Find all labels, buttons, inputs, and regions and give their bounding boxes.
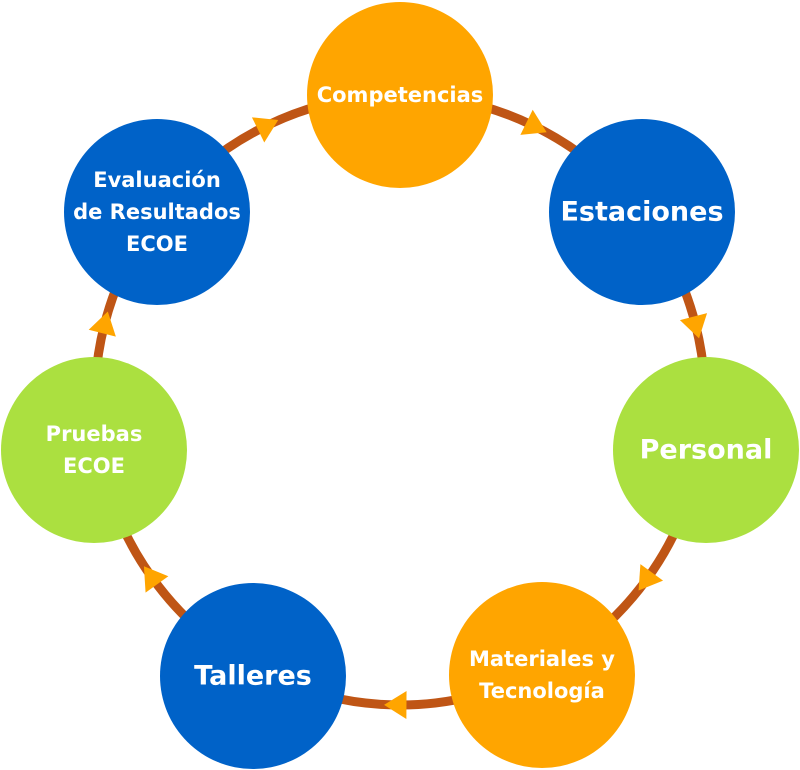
arrowhead-icon xyxy=(143,566,169,593)
node-materiales: Materiales y Tecnología xyxy=(449,582,635,768)
node-circle xyxy=(307,2,493,188)
node-label: Personal xyxy=(640,435,773,466)
node-circle xyxy=(449,582,635,768)
node-label: Materiales y xyxy=(469,647,615,671)
arrowhead-icon xyxy=(520,109,547,135)
node-personal: Personal xyxy=(613,357,799,543)
node-circle xyxy=(613,357,799,543)
node-competencias: Competencias xyxy=(307,2,493,188)
node-label: Evaluación xyxy=(93,168,221,192)
arrowhead-icon xyxy=(638,564,664,591)
node-label: Pruebas xyxy=(46,422,143,446)
node-label: Tecnología xyxy=(479,679,605,703)
node-circle xyxy=(160,583,346,769)
arrowhead-icon xyxy=(251,117,279,143)
node-circle xyxy=(64,119,250,305)
arrowhead-icon xyxy=(384,691,407,720)
node-talleres: Talleres xyxy=(160,583,346,769)
node-circle xyxy=(1,357,187,543)
node-label: Estaciones xyxy=(560,197,723,228)
node-label: Talleres xyxy=(194,661,312,692)
node-label: ECOE xyxy=(63,454,125,478)
node-circle xyxy=(549,119,735,305)
arrowhead-icon xyxy=(679,313,708,339)
node-estaciones: Estaciones xyxy=(549,119,735,305)
node-label: de Resultados xyxy=(73,200,241,224)
arrowheads xyxy=(88,109,708,720)
node-label: Competencias xyxy=(317,83,484,107)
arrowhead-icon xyxy=(88,311,116,337)
node-label: ECOE xyxy=(126,232,188,256)
